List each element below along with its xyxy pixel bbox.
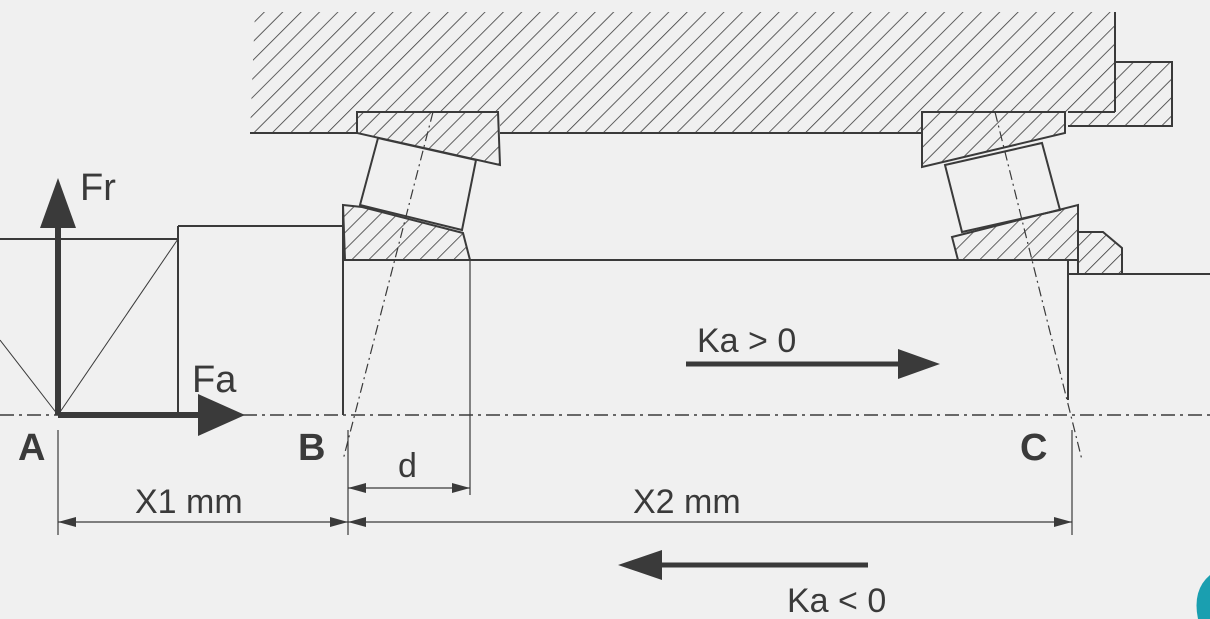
radial-force-arrow: [40, 178, 76, 415]
housing: [250, 12, 1173, 134]
dimension-lines: [57, 260, 1073, 535]
right-bearing: [921, 111, 1123, 275]
ka-positive-arrow: [686, 349, 940, 379]
axial-force-arrow: [58, 394, 245, 436]
label-point-b: B: [298, 427, 325, 469]
label-point-c: C: [1020, 427, 1047, 469]
label-fa: Fa: [192, 359, 237, 401]
shaft: [0, 225, 1210, 416]
label-point-a: A: [18, 427, 45, 469]
left-bearing: [341, 111, 502, 261]
label-ka-positive: Ka > 0: [697, 322, 796, 360]
corner-accent: [1196, 575, 1210, 619]
label-x1: X1 mm: [135, 483, 243, 521]
label-fr: Fr: [80, 167, 116, 209]
label-ka-negative: Ka < 0: [787, 582, 886, 619]
label-d: d: [398, 447, 417, 485]
ka-negative-arrow: [618, 550, 868, 580]
label-x2: X2 mm: [633, 483, 741, 521]
